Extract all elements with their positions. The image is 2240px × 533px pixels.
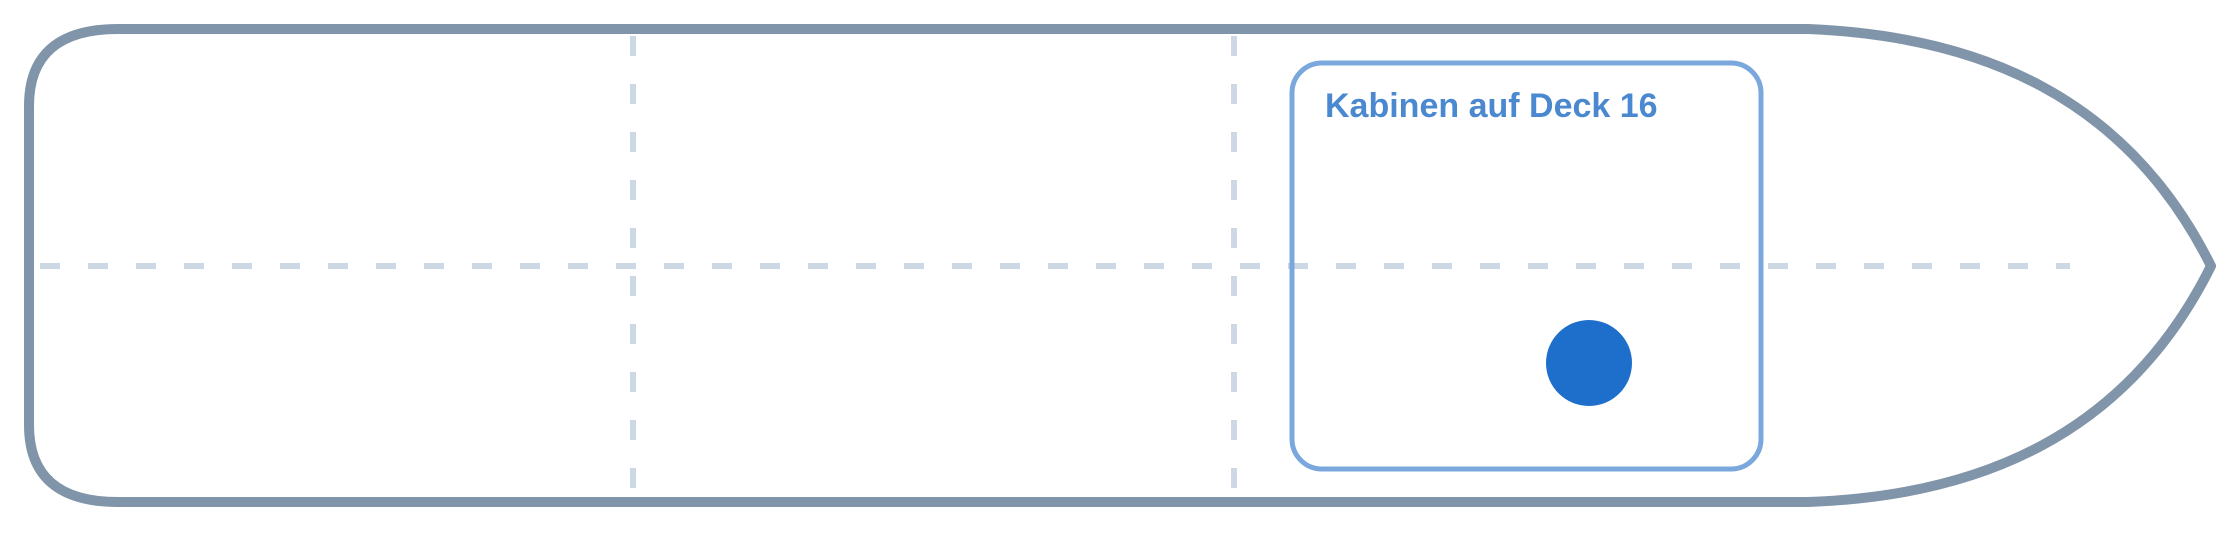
cabin-zone-outline[interactable] [1289,60,1764,472]
section-grid [40,36,2070,494]
cabin-zone-label: Kabinen auf Deck 16 [1325,87,1658,125]
cabin-zone[interactable]: Kabinen auf Deck 16 [1289,60,1764,472]
location-marker-dot[interactable] [1546,320,1632,406]
ship-hull-outline [24,24,2216,507]
